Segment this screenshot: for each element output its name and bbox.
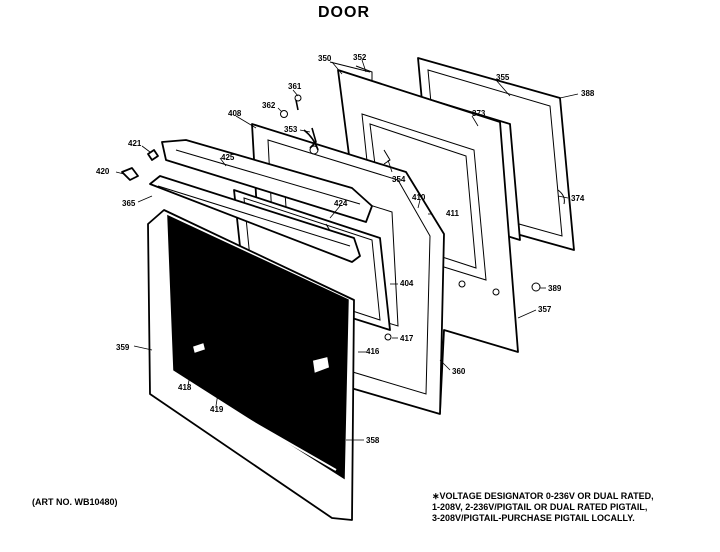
part-418-clip [191, 341, 207, 355]
callout-358: 358 [366, 436, 380, 445]
callout-360: 360 [452, 367, 466, 376]
callout-388: 388 [581, 89, 595, 98]
callout-358-small: 358 [284, 353, 298, 362]
voltage-note-line-1: ∗VOLTAGE DESIGNATOR 0-236V OR DUAL RATED… [432, 491, 654, 501]
callout-357: 357 [538, 305, 552, 314]
part-421-clip [147, 149, 159, 161]
leader-lines [115, 59, 579, 441]
part-358-glass-front [167, 214, 349, 483]
part-425-top-trim [161, 139, 373, 223]
voltage-note: ∗VOLTAGE DESIGNATOR 0-236V OR DUAL RATED… [432, 491, 717, 524]
art-number: (ART NO. WB10480) [32, 497, 118, 507]
callout-410: 410 [412, 193, 426, 202]
callout-373: 373 [472, 109, 486, 118]
callout-352: 352 [353, 53, 367, 62]
part-420-clip [121, 167, 139, 181]
part-417-washer [384, 333, 392, 341]
part-365-handle [149, 175, 361, 263]
part-353-hinge [309, 127, 317, 149]
callout-389: 389 [548, 284, 562, 293]
callout-350: 350 [318, 54, 332, 63]
callout-421: 421 [128, 139, 142, 148]
callout-354: 354 [392, 175, 406, 184]
callout-361: 361 [288, 82, 302, 91]
callout-424: 424 [334, 199, 348, 208]
callout-359: 359 [116, 343, 130, 352]
callout-362: 362 [262, 101, 276, 110]
part-361-screw [294, 94, 302, 111]
part-422-bracket [310, 332, 331, 375]
voltage-note-line-3: 3-208V/PIGTAIL-PURCHASE PIGTAIL LOCALLY. [432, 513, 635, 523]
callout-365: 365 [122, 199, 136, 208]
callout-417: 417 [400, 334, 414, 343]
callout-355: 355 [496, 73, 510, 82]
callout-labels: 350 352 355 388 361 362 408 353 373 354 … [96, 53, 595, 445]
part-358-washer [301, 373, 311, 383]
callout-408: 408 [228, 109, 242, 118]
diagram-title: DOOR [318, 4, 370, 21]
part-389-grommet [531, 282, 541, 292]
callout-404: 404 [400, 279, 414, 288]
callout-353: 353 [284, 125, 298, 134]
callout-422: 422 [310, 335, 324, 344]
callout-411: 411 [446, 209, 459, 218]
callout-419: 419 [210, 405, 224, 414]
part-362-washer [280, 110, 288, 118]
callout-418: 418 [178, 383, 192, 392]
callout-374: 374 [571, 194, 585, 203]
callout-425: 425 [221, 153, 235, 162]
callout-420: 420 [96, 167, 110, 176]
voltage-note-line-2: 1-208V, 2-236V/PIGTAIL OR DUAL RATED PIG… [432, 502, 648, 512]
callout-416: 416 [366, 347, 380, 356]
